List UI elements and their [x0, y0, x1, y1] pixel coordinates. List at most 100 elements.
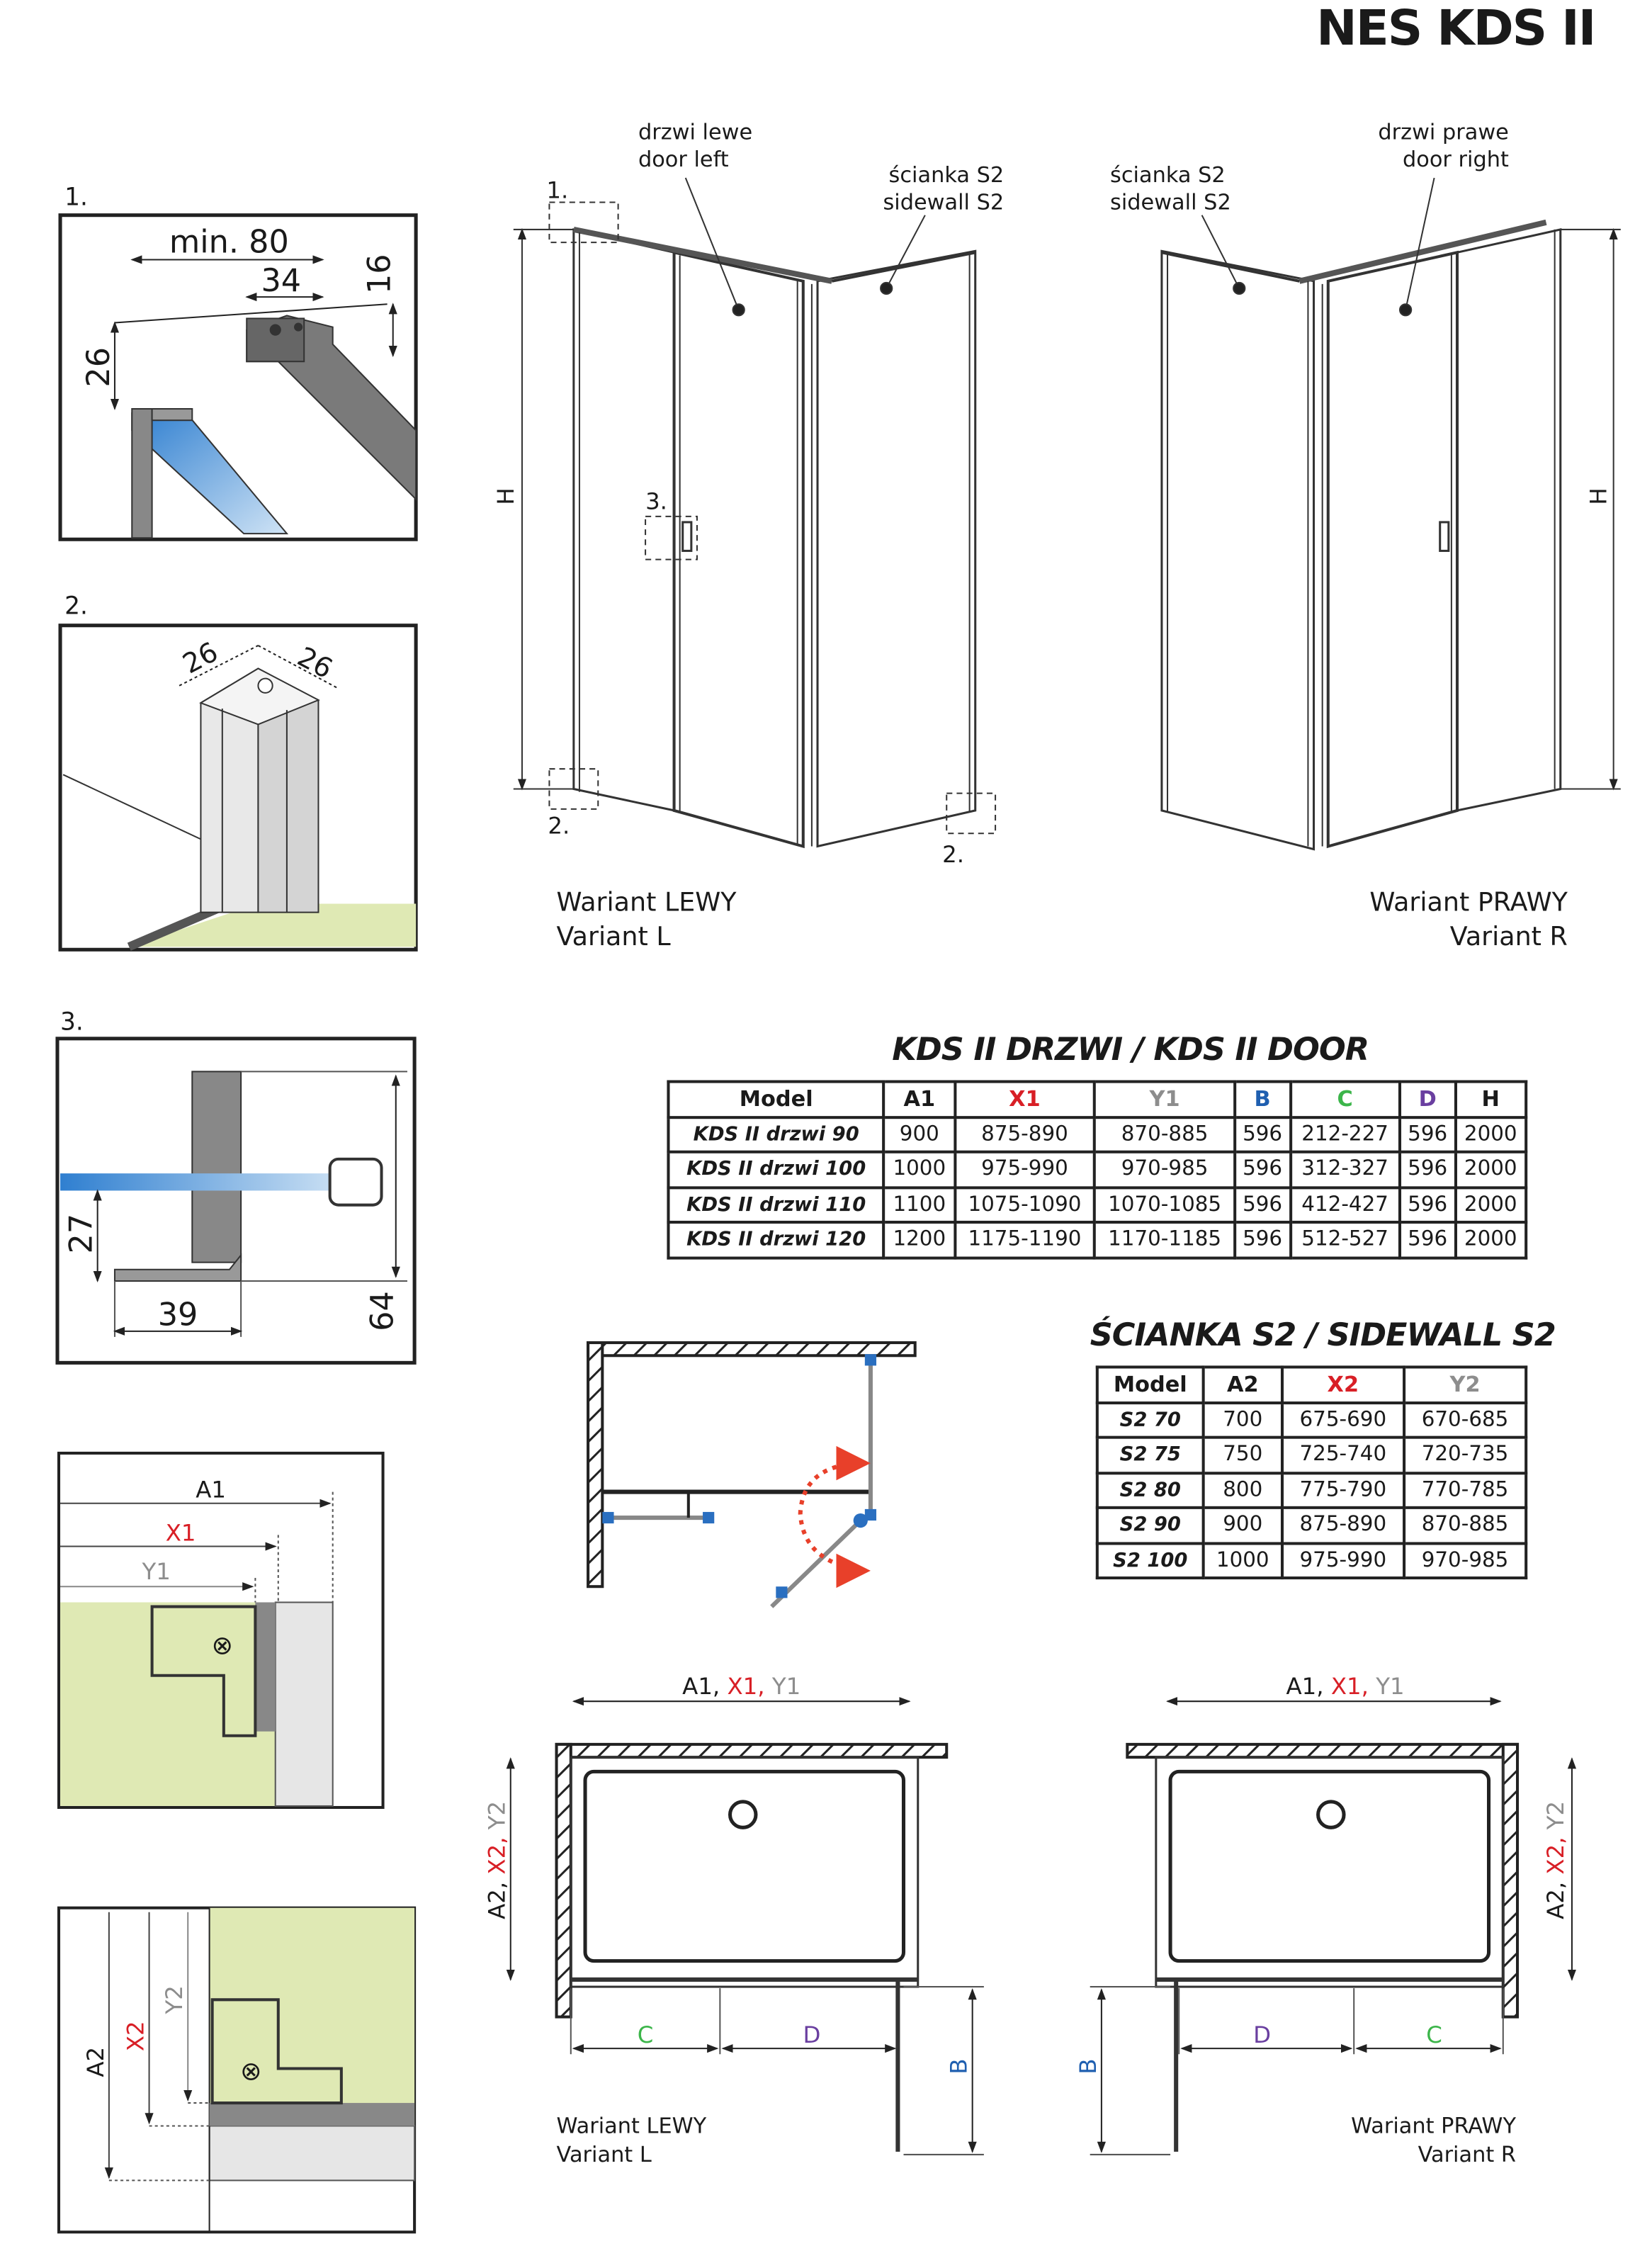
detail-5-wall-widths: ⊗ A2 X2 Y2 — [57, 1906, 417, 2234]
svg-text:Variant L: Variant L — [557, 2143, 652, 2167]
svg-text:drzwi prawe: drzwi prawe — [1378, 120, 1508, 145]
value-cell: 1000 — [1201, 1541, 1284, 1580]
model-cell: KDS II drzwi 100 — [667, 1150, 886, 1189]
svg-text:Variant R: Variant R — [1450, 921, 1568, 952]
value-cell: 2000 — [1454, 1115, 1528, 1153]
dim-26: 26 — [80, 347, 117, 388]
column-header: X1 — [953, 1080, 1097, 1119]
value-cell: 775-790 — [1280, 1471, 1405, 1509]
value-cell: 2000 — [1454, 1150, 1528, 1189]
value-cell: 2000 — [1454, 1220, 1528, 1259]
column-header: Model — [667, 1080, 886, 1119]
svg-text:sidewall S2: sidewall S2 — [883, 191, 1004, 215]
model-cell: S2 70 — [1095, 1401, 1205, 1439]
svg-text:C: C — [638, 2021, 654, 2048]
column-header: H — [1454, 1080, 1528, 1119]
value-cell: 212-227 — [1289, 1115, 1402, 1153]
view-variant-right — [1160, 177, 1621, 851]
svg-text:Wariant LEWY: Wariant LEWY — [557, 887, 737, 918]
value-cell: 975-990 — [1280, 1541, 1405, 1580]
value-cell: 596 — [1398, 1115, 1457, 1153]
value-cell: 875-890 — [953, 1115, 1097, 1153]
value-cell: 970-985 — [1402, 1541, 1528, 1580]
value-cell: 750 — [1201, 1435, 1284, 1474]
value-cell: 870-885 — [1402, 1506, 1528, 1545]
svg-text:B: B — [1075, 2058, 1102, 2074]
column-header: B — [1233, 1080, 1292, 1119]
value-cell: 1075-1090 — [953, 1185, 1097, 1224]
svg-text:⊗: ⊗ — [240, 2056, 262, 2087]
detail-label: 1. — [64, 184, 88, 212]
value-cell: 1170-1185 — [1093, 1220, 1236, 1259]
value-cell: 700 — [1201, 1401, 1284, 1439]
svg-text:Y2: Y2 — [161, 1985, 188, 2014]
value-cell: 870-885 — [1093, 1115, 1236, 1153]
value-cell: 970-985 — [1093, 1150, 1236, 1189]
svg-text:sidewall S2: sidewall S2 — [1110, 191, 1231, 215]
wall-table-title: ŚCIANKA S2 / SIDEWALL S2 — [1090, 1318, 1556, 1355]
column-header: Model — [1095, 1365, 1205, 1404]
column-header: A1 — [882, 1080, 956, 1119]
view-variant-left — [513, 177, 997, 849]
value-cell: 1070-1085 — [1093, 1185, 1236, 1224]
detail-1-wall-bar: 1. min. 80 34 16 26 — [58, 184, 418, 541]
svg-text:Variant R: Variant R — [1418, 2143, 1516, 2167]
value-cell: 2000 — [1454, 1185, 1528, 1224]
value-cell: 875-890 — [1280, 1506, 1405, 1545]
detail-2-corner-post: 2. 26 26 — [58, 592, 418, 952]
svg-text:ścianka S2: ścianka S2 — [1110, 163, 1226, 188]
dim-34: 34 — [261, 262, 301, 299]
svg-text:A2, X2, Y2: A2, X2, Y2 — [484, 1801, 511, 1919]
svg-text:Wariant PRAWY: Wariant PRAWY — [1369, 887, 1568, 918]
svg-text:D: D — [1253, 2021, 1271, 2048]
svg-text:A2: A2 — [82, 2047, 109, 2077]
value-cell: 1000 — [882, 1150, 956, 1189]
value-cell: 596 — [1233, 1220, 1292, 1259]
svg-text:27: 27 — [63, 1214, 100, 1254]
svg-text:Variant L: Variant L — [557, 921, 672, 952]
value-cell: 596 — [1233, 1115, 1292, 1153]
value-cell: 670-685 — [1402, 1401, 1528, 1439]
door-swing-diagram — [587, 1341, 917, 1608]
svg-text:H: H — [1585, 487, 1612, 504]
model-cell: KDS II drzwi 90 — [667, 1115, 886, 1153]
svg-text:2.: 2. — [548, 812, 570, 839]
svg-text:X1: X1 — [166, 1519, 196, 1546]
svg-text:Y1: Y1 — [141, 1558, 170, 1585]
value-cell: 800 — [1201, 1471, 1284, 1509]
svg-text:2.: 2. — [64, 592, 88, 621]
detail-3-handle-section: 3. 64 27 39 — [55, 1008, 417, 1365]
value-cell: 412-427 — [1289, 1185, 1402, 1224]
model-cell: S2 100 — [1095, 1541, 1205, 1580]
value-cell: 596 — [1398, 1185, 1457, 1224]
dim-16: 16 — [361, 254, 398, 294]
svg-text:X2: X2 — [122, 2021, 149, 2051]
model-cell: KDS II drzwi 110 — [667, 1185, 886, 1224]
svg-text:ścianka S2: ścianka S2 — [889, 163, 1005, 188]
svg-text:door left: door left — [638, 147, 729, 172]
model-cell: S2 75 — [1095, 1435, 1205, 1474]
value-cell: 720-735 — [1402, 1435, 1528, 1474]
value-cell: 725-740 — [1280, 1435, 1405, 1474]
column-header: C — [1289, 1080, 1402, 1119]
svg-text:Wariant LEWY: Wariant LEWY — [557, 2114, 707, 2139]
svg-text:Wariant PRAWY: Wariant PRAWY — [1351, 2114, 1516, 2139]
svg-text:A1, X1, Y1: A1, X1, Y1 — [1286, 1673, 1405, 1700]
value-cell: 1100 — [882, 1185, 956, 1224]
model-cell: S2 90 — [1095, 1506, 1205, 1545]
value-cell: 770-785 — [1402, 1471, 1528, 1509]
svg-text:B: B — [946, 2058, 973, 2074]
svg-text:64: 64 — [364, 1291, 401, 1331]
